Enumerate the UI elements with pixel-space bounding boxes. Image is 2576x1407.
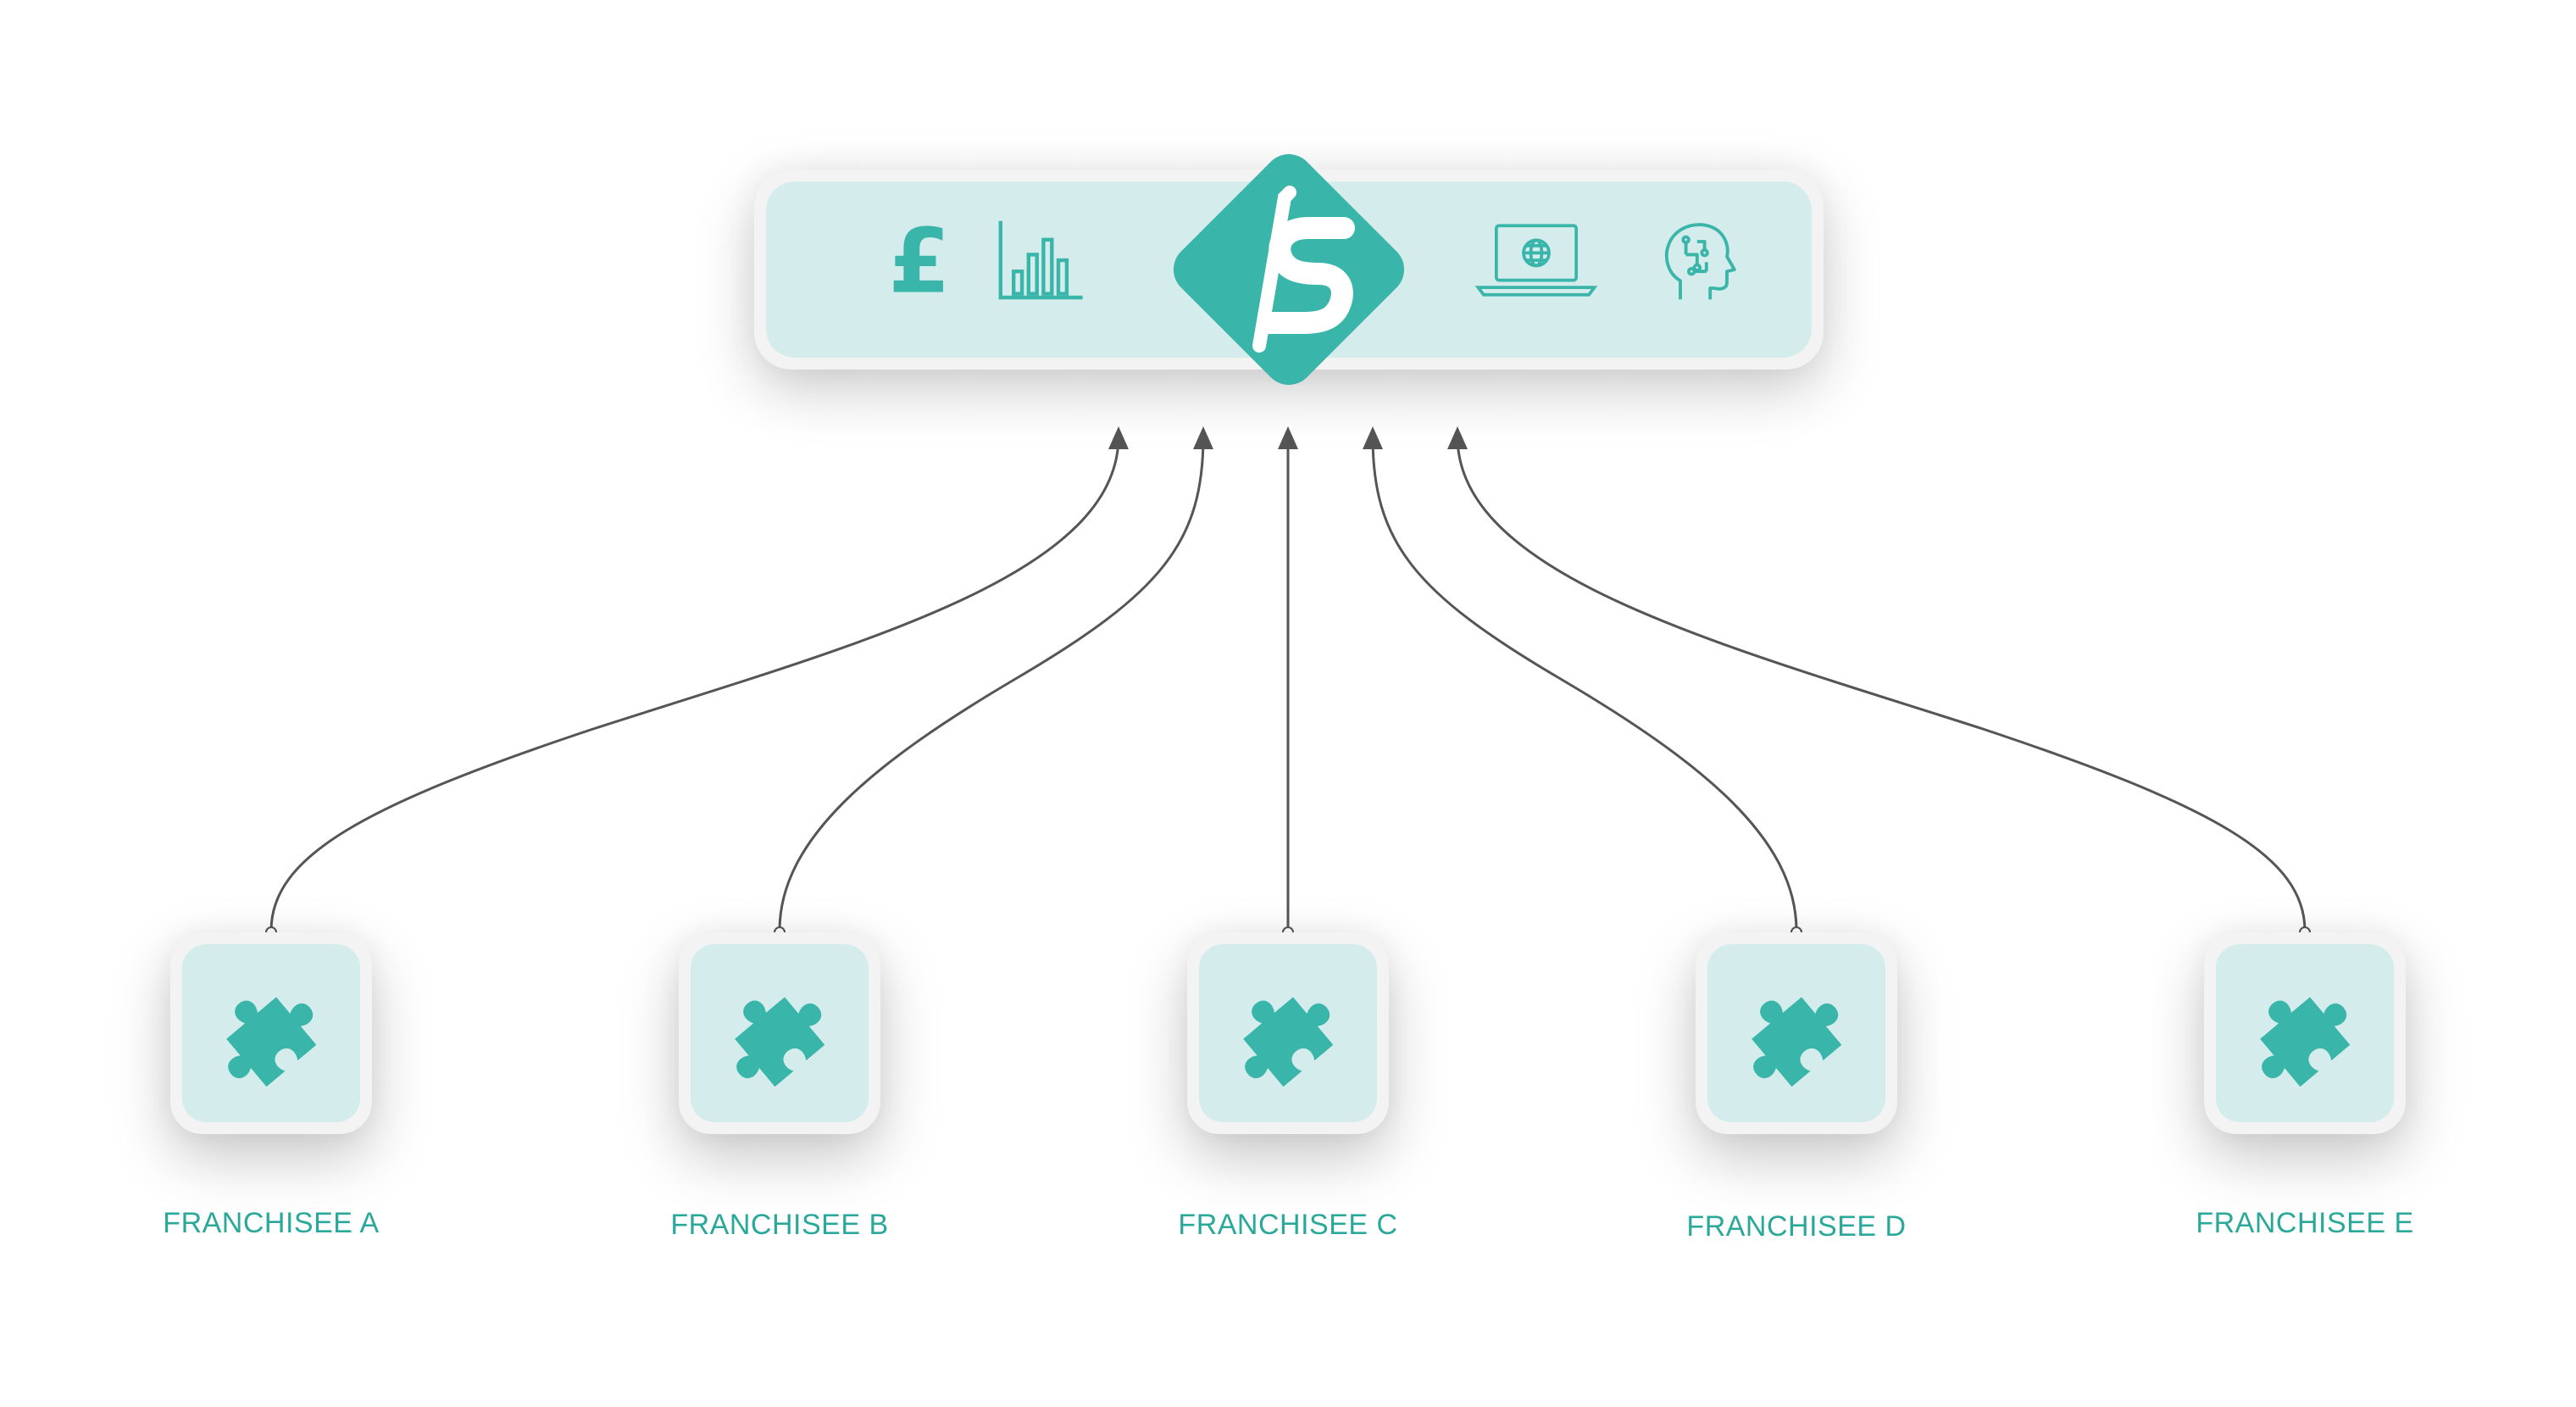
- puzzle-piece-icon: [712, 970, 840, 1099]
- svg-text:£: £: [888, 214, 950, 307]
- franchisee-label-e: FRANCHISEE E: [2196, 1207, 2414, 1239]
- franchisee-label-c: FRANCHISEE C: [1178, 1209, 1398, 1241]
- pound-icon: £: [888, 214, 950, 307]
- laptop-globe-icon: [1474, 224, 1598, 297]
- franchisee-node-e: [2204, 932, 2406, 1134]
- franchise-logo-icon: [1173, 153, 1405, 386]
- connector-e: [1447, 426, 2307, 932]
- connector-b: [778, 426, 1213, 932]
- puzzle-piece-icon: [203, 970, 331, 1099]
- connector-d: [1363, 426, 1798, 932]
- franchisee-node-b: [679, 932, 880, 1134]
- franchisee-label-a: FRANCHISEE A: [163, 1207, 380, 1239]
- puzzle-piece-icon: [1220, 970, 1348, 1099]
- connector-a: [269, 426, 1129, 932]
- bar-chart-icon: [998, 220, 1083, 300]
- puzzle-piece-icon: [2237, 970, 2365, 1099]
- franchisee-node-a: [170, 932, 372, 1134]
- franchisee-node-d: [1696, 932, 1897, 1134]
- puzzle-piece-icon: [1729, 970, 1857, 1099]
- franchisee-label-d: FRANCHISEE D: [1686, 1210, 1907, 1243]
- franchisee-label-b: FRANCHISEE B: [670, 1209, 889, 1241]
- brain-circuit-icon: [1664, 223, 1736, 300]
- franchisee-node-c: [1187, 932, 1389, 1134]
